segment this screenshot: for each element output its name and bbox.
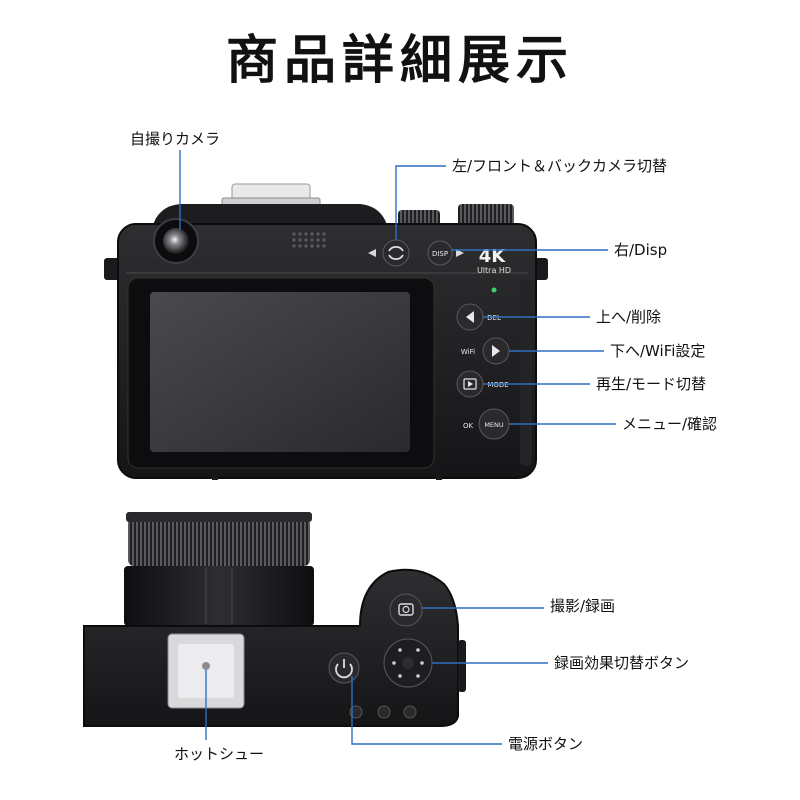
lcd-screen: [150, 292, 410, 452]
label-play-mode: 再生/モード切替: [596, 375, 707, 393]
camera-icon: [398, 603, 414, 616]
page-title: 商品詳細展示: [225, 31, 574, 91]
speaker-grille: [292, 232, 326, 248]
ultra-hd-badge: Ultra HD: [477, 266, 511, 275]
right-arrow-icon: [456, 249, 464, 257]
disp-button[interactable]: [427, 240, 453, 266]
camera-back-view: DISP 4K Ultra HD DEL WiFi MODE OK MENU: [104, 183, 548, 480]
label-selfie-camera: 自撮りカメラ: [130, 130, 221, 148]
label-power: 電源ボタン: [508, 735, 584, 753]
left-arrow-icon: [368, 249, 376, 257]
lens-focus-ring: [128, 518, 310, 566]
strap-lug-left: [104, 258, 120, 280]
shutter-button[interactable]: [389, 593, 423, 627]
right-triangle-icon: [492, 345, 500, 357]
callout-lines: [179, 150, 616, 745]
label-effect-switch: 録画効果切替ボタン: [554, 654, 690, 672]
hot-shoe-contact: [202, 662, 210, 670]
ok-label: OK: [463, 422, 474, 430]
strap-lug-top: [458, 640, 466, 692]
4k-badge: 4K: [479, 246, 507, 267]
disp-button-label: DISP: [432, 250, 448, 258]
playback-icon: [463, 378, 477, 390]
label-disp: 右/Disp: [614, 241, 668, 259]
menu-label: MENU: [484, 421, 504, 429]
power-icon: [335, 663, 353, 679]
selfie-lens: [163, 228, 189, 254]
rotate-camera-icon: [388, 245, 404, 261]
switch-camera-button[interactable]: [382, 239, 410, 267]
label-hot-shoe: ホットシュー: [174, 745, 265, 763]
left-triangle-icon: [466, 311, 474, 323]
label-shutter: 撮影/録画: [550, 597, 616, 615]
del-label: DEL: [487, 314, 501, 322]
lens-barrel: [124, 566, 314, 626]
wifi-label: WiFi: [461, 348, 475, 356]
status-led: [491, 287, 497, 293]
label-menu-ok: メニュー/確認: [622, 415, 718, 433]
label-up-del: 上へ/削除: [596, 308, 662, 326]
mode-label: MODE: [487, 381, 508, 389]
label-switch-camera: 左/フロント＆バックカメラ切替: [452, 157, 668, 175]
camera-top-view: [83, 512, 466, 727]
top-dial: [458, 204, 514, 228]
label-down-wifi: 下へ/WiFi設定: [610, 342, 706, 360]
